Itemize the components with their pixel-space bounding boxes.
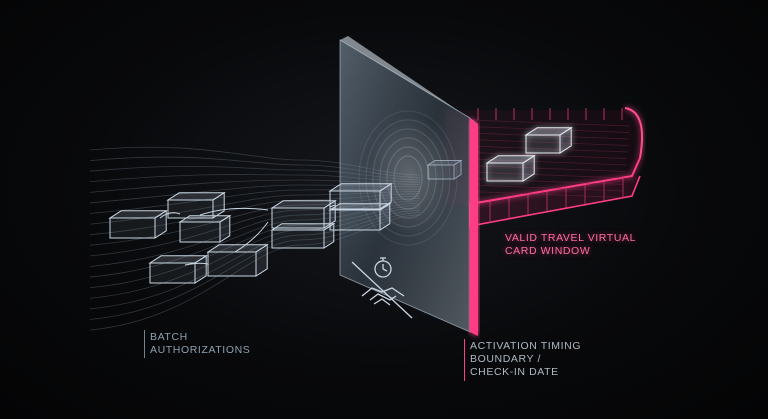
slash-icon: [351, 261, 413, 319]
tray-wall-ribs: [477, 108, 624, 221]
activation-label-marker: [464, 339, 465, 381]
authorization-box: [108, 209, 168, 239]
authorization-box: [328, 202, 392, 231]
batch-authorizations-label: BATCH AUTHORIZATIONS: [150, 331, 251, 356]
batch-label-marker: [144, 330, 145, 358]
connector-arrows: [159, 204, 336, 266]
activation-timing-label: ACTIVATION TIMING BOUNDARY / CHECK-IN DA…: [470, 340, 582, 378]
tray-box: [524, 126, 573, 154]
handshake-icon: [361, 287, 405, 306]
batch-authorization-boxes: [108, 182, 393, 284]
authorization-box: [148, 254, 208, 284]
portal-rings: [358, 110, 458, 246]
authorization-box: [206, 243, 269, 277]
authorization-box: [270, 222, 336, 249]
authorization-box: [328, 182, 393, 210]
authorization-box: [270, 199, 337, 229]
valid-card-window-label: VALID TRAVEL VIRTUAL CARD WINDOW: [505, 232, 637, 257]
tray-box: [485, 154, 536, 182]
stopwatch-icon: [374, 257, 392, 278]
activation-boundary-panel: [339, 36, 478, 336]
authorization-box: [178, 214, 232, 243]
authorization-box: [166, 191, 226, 219]
